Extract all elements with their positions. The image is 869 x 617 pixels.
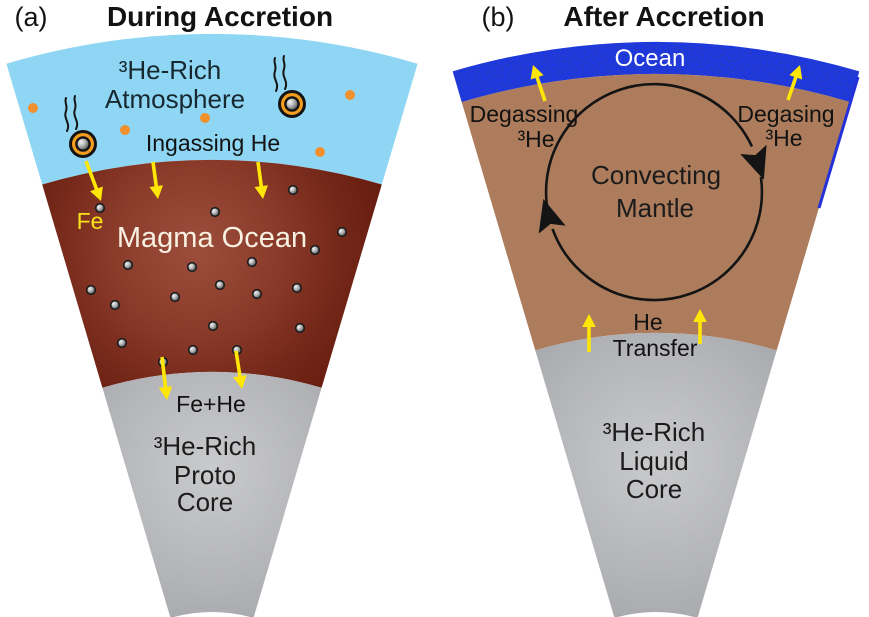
ocean-label: Ocean [615, 45, 686, 72]
iron-droplet [94, 202, 106, 214]
arrow-shaft [534, 74, 547, 102]
convection-arrowhead-down [740, 144, 767, 180]
iron-droplet [122, 259, 134, 271]
degassing-right-label-line1: Degasing [737, 101, 834, 127]
arrow-head-icon [233, 375, 247, 389]
iron-droplet [251, 288, 263, 300]
liquid-core-label-line2: Liquid [619, 446, 688, 476]
iron-droplet [169, 291, 181, 303]
helium-particle-dot [200, 113, 210, 123]
arrow-head-icon [254, 185, 268, 199]
iron-droplet [246, 256, 258, 268]
atmosphere-label-line1: ³He-Rich [119, 55, 222, 85]
yellow-flux-arrow [693, 309, 707, 344]
iron-droplet [209, 206, 221, 218]
impactor-trail-icon [64, 97, 70, 132]
arrow-head-icon [149, 185, 163, 199]
yellow-flux-arrow [254, 161, 268, 199]
liquid-core-layer [535, 332, 777, 617]
convecting-mantle-label-line2: Mantle [616, 193, 694, 223]
proto-core-layer [102, 371, 322, 617]
arrow-shaft [256, 161, 264, 189]
proto-core-label-line1: ³He-Rich [154, 431, 257, 461]
arrow-shaft [84, 160, 99, 192]
proto-core-label-line3: Core [177, 487, 233, 517]
convection-cell-arrow [544, 82, 764, 302]
yellow-flux-arrow [84, 160, 103, 201]
convection-arrowhead-up [538, 198, 566, 234]
fe-label: Fe [77, 208, 104, 234]
iron-droplets-group [85, 184, 348, 368]
panel-b-title: After Accretion [563, 1, 764, 32]
iron-droplet [109, 299, 121, 311]
atmosphere-layer [6, 33, 418, 185]
ingassing-label: Ingassing He [146, 130, 280, 156]
iron-droplet [291, 282, 303, 294]
convection-arc-right [644, 176, 764, 302]
panel-a-label: (a) [15, 2, 48, 32]
arrow-head-icon [789, 65, 803, 80]
impactor [64, 95, 97, 158]
he-transfer-label-line1: He [633, 309, 662, 335]
panel-b-label: (b) [482, 2, 515, 32]
proto-core-label-line2: Proto [174, 460, 236, 490]
yellow-flux-arrow [149, 161, 163, 199]
liquid-core-label-line3: Core [626, 474, 682, 504]
iron-droplet [214, 279, 226, 291]
impactors-group [64, 55, 306, 158]
arrow-head-icon [158, 386, 173, 400]
magma-ocean-layer [42, 159, 382, 388]
impactor [273, 55, 306, 118]
impactor-core-icon [75, 136, 91, 152]
ocean-layer [452, 41, 860, 103]
arrow-head-icon [90, 186, 103, 201]
ocean-edge-strip [817, 76, 860, 209]
yellow-flux-arrow [530, 65, 547, 102]
yellow-flux-arrow [786, 65, 803, 101]
arrow-head-icon [530, 65, 544, 80]
yellow-flux-arrow [158, 356, 173, 400]
impactor-core-icon [284, 96, 300, 112]
liquid-core-label-line1: ³He-Rich [603, 417, 706, 447]
convection-arc-bottom-left [551, 228, 645, 301]
helium-particles-group [28, 90, 355, 157]
iron-droplet [187, 344, 199, 356]
iron-droplet [186, 261, 198, 273]
convection-arc-top [544, 82, 754, 215]
arrow-shaft [151, 161, 159, 189]
iron-droplet [287, 184, 299, 196]
helium-particle-dot [28, 103, 38, 113]
iron-droplet [294, 322, 306, 334]
iron-droplet [85, 284, 97, 296]
arrow-shaft [160, 356, 168, 390]
magma-ocean-label: Magma Ocean [117, 222, 307, 254]
arrow-head-icon [582, 314, 596, 327]
yellow-flux-arrow [233, 350, 247, 389]
degassing-left-label-line1: Degassing [470, 101, 579, 127]
iron-droplet [336, 226, 348, 238]
atmosphere-label-line2: Atmosphere [105, 84, 245, 114]
yellow-flux-arrow [582, 314, 596, 352]
impactor-trail-icon [273, 57, 279, 92]
degassing-right-label-line2: ³He [765, 125, 802, 151]
convecting-mantle-label-line1: Convecting [591, 160, 721, 190]
degassing-left-label-line2: ³He [517, 126, 554, 152]
panel-a-title: During Accretion [107, 1, 333, 32]
arrow-head-icon [693, 309, 707, 322]
helium-particle-dot [120, 125, 130, 135]
he-transfer-label-line2: Transfer [613, 335, 698, 361]
arrow-shaft [786, 74, 799, 101]
iron-droplet [116, 337, 128, 349]
helium-particle-dot [345, 90, 355, 100]
arrow-shaft [234, 350, 243, 379]
impactor-trail-icon [73, 95, 79, 130]
fe-he-label: Fe+He [176, 391, 246, 417]
yellow-arrows-group [84, 65, 803, 400]
helium-particle-dot [315, 147, 325, 157]
iron-droplet [309, 244, 321, 256]
impactor-trail-icon [282, 55, 288, 90]
iron-droplet [207, 320, 219, 332]
